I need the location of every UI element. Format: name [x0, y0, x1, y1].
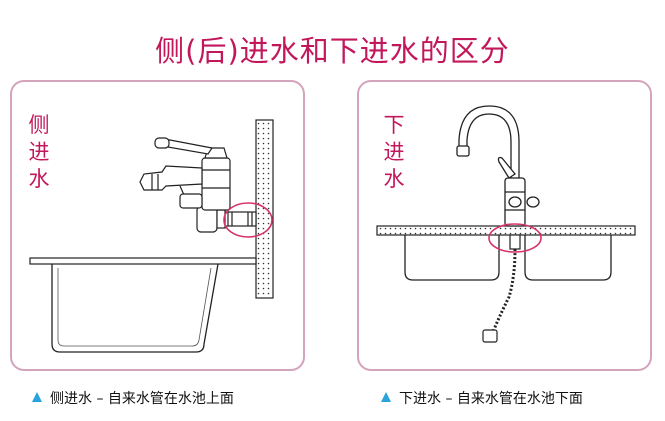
gooseneck-faucet: [456, 105, 540, 227]
sink-rim: [29, 257, 257, 265]
bottom-inlet-panel: 下 进 水: [357, 80, 652, 371]
inlet-pipe: [196, 205, 257, 233]
label-char: 水: [28, 167, 50, 191]
label-char: 下: [383, 113, 405, 137]
side-inlet-caption: 侧进水 – 自来水管在水池上面: [32, 388, 234, 408]
caption-text: 下进水 – 自来水管在水池下面: [399, 391, 583, 407]
label-char: 进: [383, 140, 405, 164]
triangle-bullet-icon: [32, 392, 42, 402]
highlight-circle: [223, 202, 273, 238]
bottom-inlet-vertical-label: 下 进 水: [381, 112, 407, 193]
bottom-inlet-illustration: [376, 105, 636, 343]
inlet-hose: [482, 234, 521, 343]
label-char: 进: [28, 140, 50, 164]
sink-basin-left: [404, 235, 500, 281]
caption-text: 侧进水 – 自来水管在水池上面: [50, 391, 234, 407]
sink-basin: [51, 263, 219, 353]
label-char: 侧: [28, 113, 50, 137]
countertop: [376, 225, 636, 236]
bottom-inlet-caption: 下进水 – 自来水管在水池下面: [381, 388, 583, 408]
label-char: 水: [383, 167, 405, 191]
side-inlet-illustration: [29, 119, 274, 353]
wall: [255, 119, 274, 299]
highlight-circle: [488, 223, 542, 253]
sink-basin-right: [524, 235, 612, 281]
side-inlet-vertical-label: 侧 进 水: [26, 112, 52, 193]
triangle-bullet-icon: [381, 392, 391, 402]
page-title: 侧(后)进水和下进水的区分: [155, 34, 510, 68]
side-faucet: [139, 137, 231, 211]
side-inlet-panel: 侧 进 水: [10, 80, 305, 371]
